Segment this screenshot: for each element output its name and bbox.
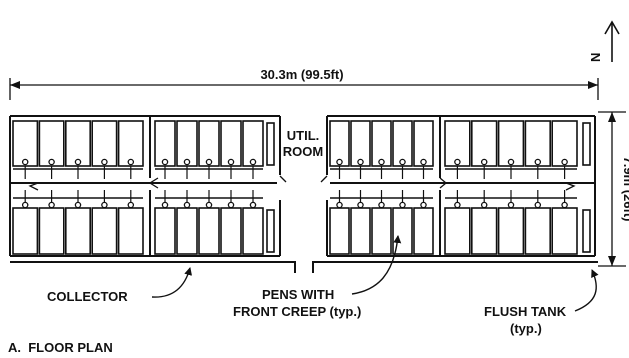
pen xyxy=(497,207,525,255)
waterer-icon xyxy=(127,201,135,209)
waterer-icon xyxy=(561,158,568,166)
waterer-icon xyxy=(205,158,213,166)
waterer-icon xyxy=(205,201,213,209)
waterer-icon xyxy=(399,201,406,209)
pen xyxy=(176,207,198,255)
flush-tank xyxy=(266,209,275,253)
util-room-label-line2: ROOM xyxy=(283,144,323,159)
waterer-icon xyxy=(161,201,169,209)
pen xyxy=(470,120,498,167)
collector-trench xyxy=(10,261,598,273)
waterer-icon xyxy=(336,201,343,209)
waterer-icon xyxy=(454,201,461,209)
pen xyxy=(413,207,434,255)
waterer-icon xyxy=(183,201,191,209)
waterer-icon xyxy=(357,158,364,166)
pen xyxy=(371,207,392,255)
waterer-icon xyxy=(507,158,515,166)
pen xyxy=(242,207,264,255)
waterer-icon xyxy=(420,158,427,166)
pen xyxy=(350,207,371,255)
flush-tanks xyxy=(266,122,591,253)
figure-caption: A. FLOOR PLAN xyxy=(8,340,113,355)
waterer-icon xyxy=(74,158,82,166)
waterer-icon xyxy=(420,201,427,209)
door-swings xyxy=(28,175,576,191)
width-dimension: 7.9m (26ft) xyxy=(598,111,629,267)
flush-tank-leader-arrow xyxy=(574,269,599,312)
pens-leader-arrow xyxy=(351,235,402,295)
pen-grid xyxy=(12,120,578,255)
pen xyxy=(551,207,578,255)
waterer-icon xyxy=(21,201,29,209)
pen xyxy=(524,120,552,167)
pens-label-line2: FRONT CREEP (typ.) xyxy=(233,304,361,319)
waterer-icon xyxy=(507,201,515,209)
flush-tank-label-line2: (typ.) xyxy=(510,321,542,336)
pen xyxy=(12,120,39,167)
waterer-icon xyxy=(534,201,542,209)
collector-leader-arrow xyxy=(151,267,193,298)
pen xyxy=(524,207,552,255)
north-arrow-icon: N xyxy=(588,20,620,62)
waterer-icon xyxy=(74,201,82,209)
pen xyxy=(470,207,498,255)
overall-length-label: 30.3m (99.5ft) xyxy=(260,67,343,82)
waterer-icon xyxy=(454,158,461,166)
pen xyxy=(91,207,118,255)
overall-width-label: 7.9m (26ft) xyxy=(621,156,629,221)
pen xyxy=(444,207,471,255)
pen xyxy=(154,207,176,255)
waterer-icon xyxy=(534,158,542,166)
pen xyxy=(65,207,92,255)
pen xyxy=(117,207,144,255)
waterer-icon xyxy=(48,201,55,209)
waterer-icon xyxy=(561,201,568,209)
waterer-icon xyxy=(227,201,235,209)
pen xyxy=(38,120,65,167)
waterer-icon xyxy=(480,158,488,166)
waterer-icon xyxy=(127,158,135,166)
waterer-icon xyxy=(399,158,406,166)
flush-tank xyxy=(266,122,275,166)
waterer-icon xyxy=(357,201,364,209)
waterer-icon xyxy=(21,158,29,166)
waterer-icon xyxy=(378,201,385,209)
pen xyxy=(38,207,65,255)
waterer-icon xyxy=(249,158,257,166)
waterer-icon xyxy=(336,158,343,166)
flush-tank xyxy=(582,122,591,166)
waterer-icon xyxy=(101,158,108,166)
building-outline xyxy=(9,115,596,257)
waterer-icon xyxy=(183,158,191,166)
length-dimension: 30.3m (99.5ft) xyxy=(9,67,599,100)
util-room-label-line1: UTIL. xyxy=(287,128,320,143)
pen xyxy=(198,207,220,255)
waterer-icon xyxy=(378,158,385,166)
flush-tank xyxy=(582,209,591,253)
north-label: N xyxy=(588,53,603,62)
pen xyxy=(65,120,92,167)
waterer-icon xyxy=(480,201,488,209)
waterer-icon xyxy=(227,158,235,166)
pens-label-line1: PENS WITH xyxy=(262,287,334,302)
pen xyxy=(329,207,350,255)
flush-tank-label-line1: FLUSH TANK xyxy=(484,304,567,319)
waterer-icon xyxy=(48,158,55,166)
waterer-icon xyxy=(161,158,169,166)
waterer-icon xyxy=(249,201,257,209)
waterer-icon xyxy=(101,201,108,209)
pen xyxy=(12,207,39,255)
collector-label: COLLECTOR xyxy=(47,289,128,304)
pen xyxy=(220,207,242,255)
